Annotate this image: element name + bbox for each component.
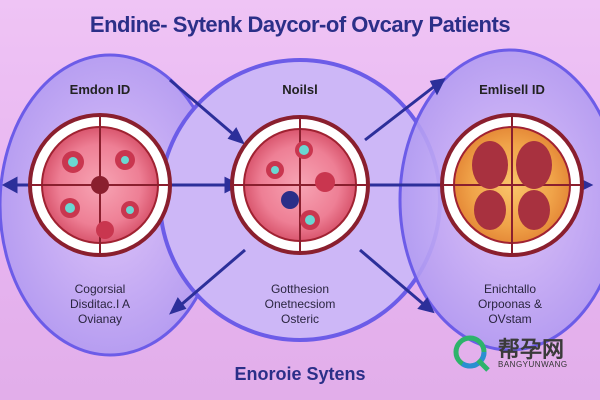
panel-2-caption: Gotthesion Onetnecsiom Osteric bbox=[230, 282, 370, 327]
diagram-title: Endine- Sytenk Daycor-of Ovcary Patients bbox=[89, 12, 511, 37]
panel-2-caption-line-2: Onetnecsiom bbox=[264, 297, 336, 311]
middle-panel-circle bbox=[230, 115, 370, 255]
panel-1-caption-line-1: Cogorsial bbox=[74, 282, 126, 296]
panel-2-title: Noilsl bbox=[282, 82, 318, 97]
right-panel-circle bbox=[440, 113, 584, 257]
watermark-brand: 帮孕网 bbox=[498, 338, 565, 363]
panel-2-caption-line-1: Gotthesion bbox=[270, 282, 330, 296]
panel-3-caption-line-1: Enichtallo bbox=[483, 282, 537, 296]
panel-3-caption-line-2: Orpoonas & bbox=[477, 297, 543, 311]
panel-1-caption-line-2: Disditac.I A bbox=[69, 297, 131, 311]
panel-1-caption: Cogorsial Disditac.I A Ovianay bbox=[30, 282, 170, 327]
panel-1-title: Emdon ID bbox=[69, 82, 131, 97]
panel-2-caption-line-3: Osteric bbox=[280, 312, 319, 326]
watermark-logo-icon bbox=[453, 335, 490, 372]
panel-3-title: Emlisell ID bbox=[479, 82, 545, 97]
panel-1-caption-line-3: Ovianay bbox=[77, 312, 123, 326]
panel-3-caption-line-3: OVstam bbox=[488, 312, 532, 326]
watermark: 帮孕网 BANGYUNWANG bbox=[448, 330, 588, 374]
footer-label: Enoroie Sytens bbox=[234, 364, 366, 384]
left-panel-circle bbox=[28, 113, 172, 257]
panel-3-caption: Enichtallo Orpoonas & OVstam bbox=[440, 282, 580, 327]
watermark-sub: BANGYUNWANG bbox=[498, 360, 568, 369]
